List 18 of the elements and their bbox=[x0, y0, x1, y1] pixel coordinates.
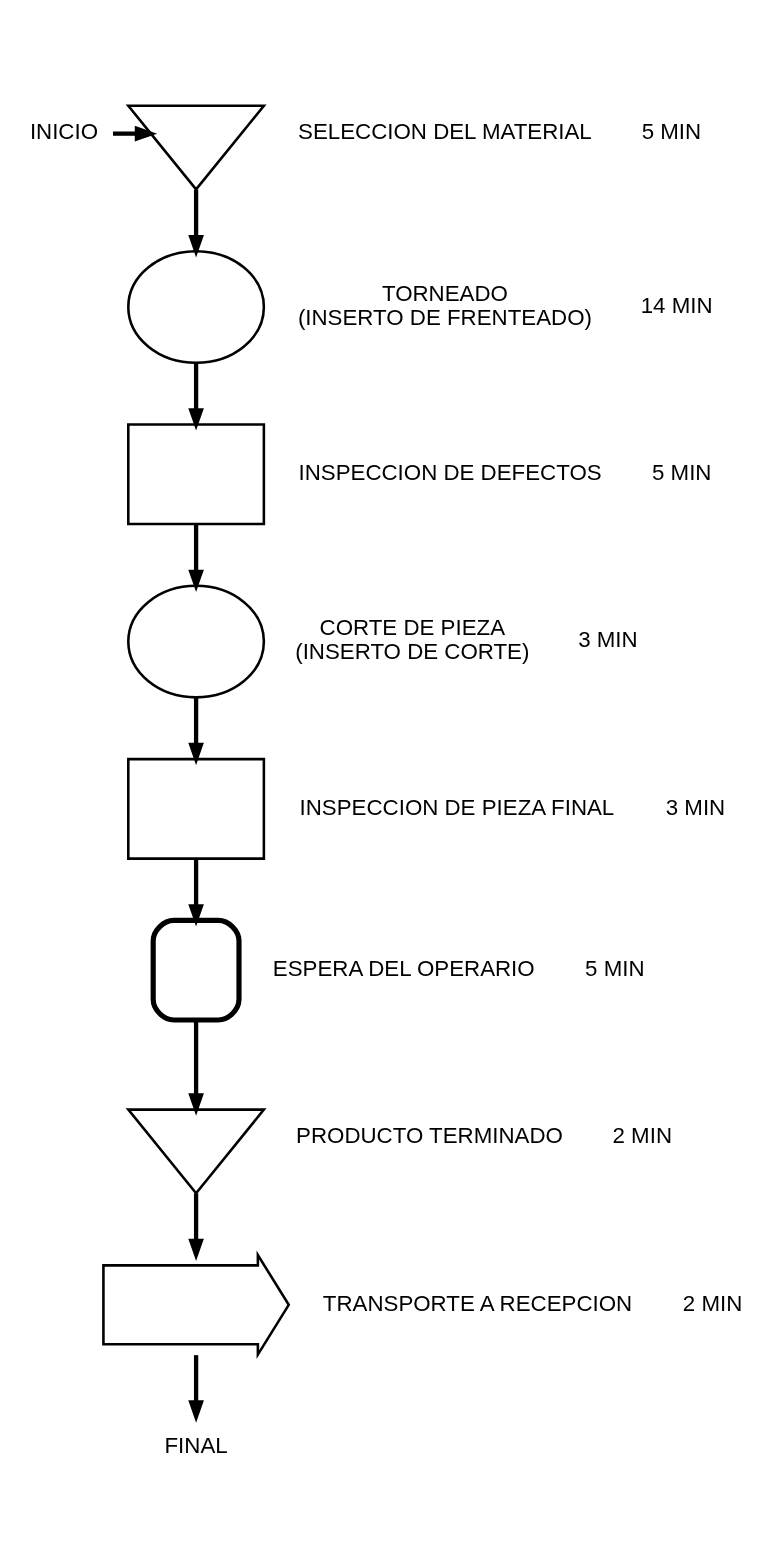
node-label: CORTE DE PIEZA (INSERTO DE CORTE) bbox=[295, 614, 530, 664]
node-label: INSPECCION DE PIEZA FINAL bbox=[299, 794, 615, 820]
node-label: 3 MIN bbox=[578, 626, 638, 652]
node-label: 14 MIN bbox=[640, 292, 713, 318]
node-text: INICIO bbox=[29, 118, 99, 144]
node-label: 3 MIN bbox=[665, 794, 726, 820]
node-label: INSPECCION DE DEFECTOS bbox=[298, 459, 602, 485]
node-label: SELECCION DEL MATERIAL bbox=[298, 118, 592, 144]
node-label: 5 MIN bbox=[585, 955, 645, 981]
node-text: FINAL bbox=[164, 1432, 228, 1458]
node-label: 2 MIN bbox=[612, 1122, 672, 1148]
node-label: PRODUCTO TERMINADO bbox=[296, 1122, 563, 1148]
node-label: ESPERA DEL OPERARIO bbox=[272, 955, 535, 981]
node-label: 5 MIN bbox=[651, 459, 712, 485]
node-label: 2 MIN bbox=[682, 1290, 743, 1316]
node-label: 5 MIN bbox=[641, 118, 702, 144]
node-label: TORNEADO (INSERTO DE FRENTEADO) bbox=[297, 280, 592, 330]
node-label: TRANSPORTE A RECEPCION bbox=[322, 1290, 633, 1316]
